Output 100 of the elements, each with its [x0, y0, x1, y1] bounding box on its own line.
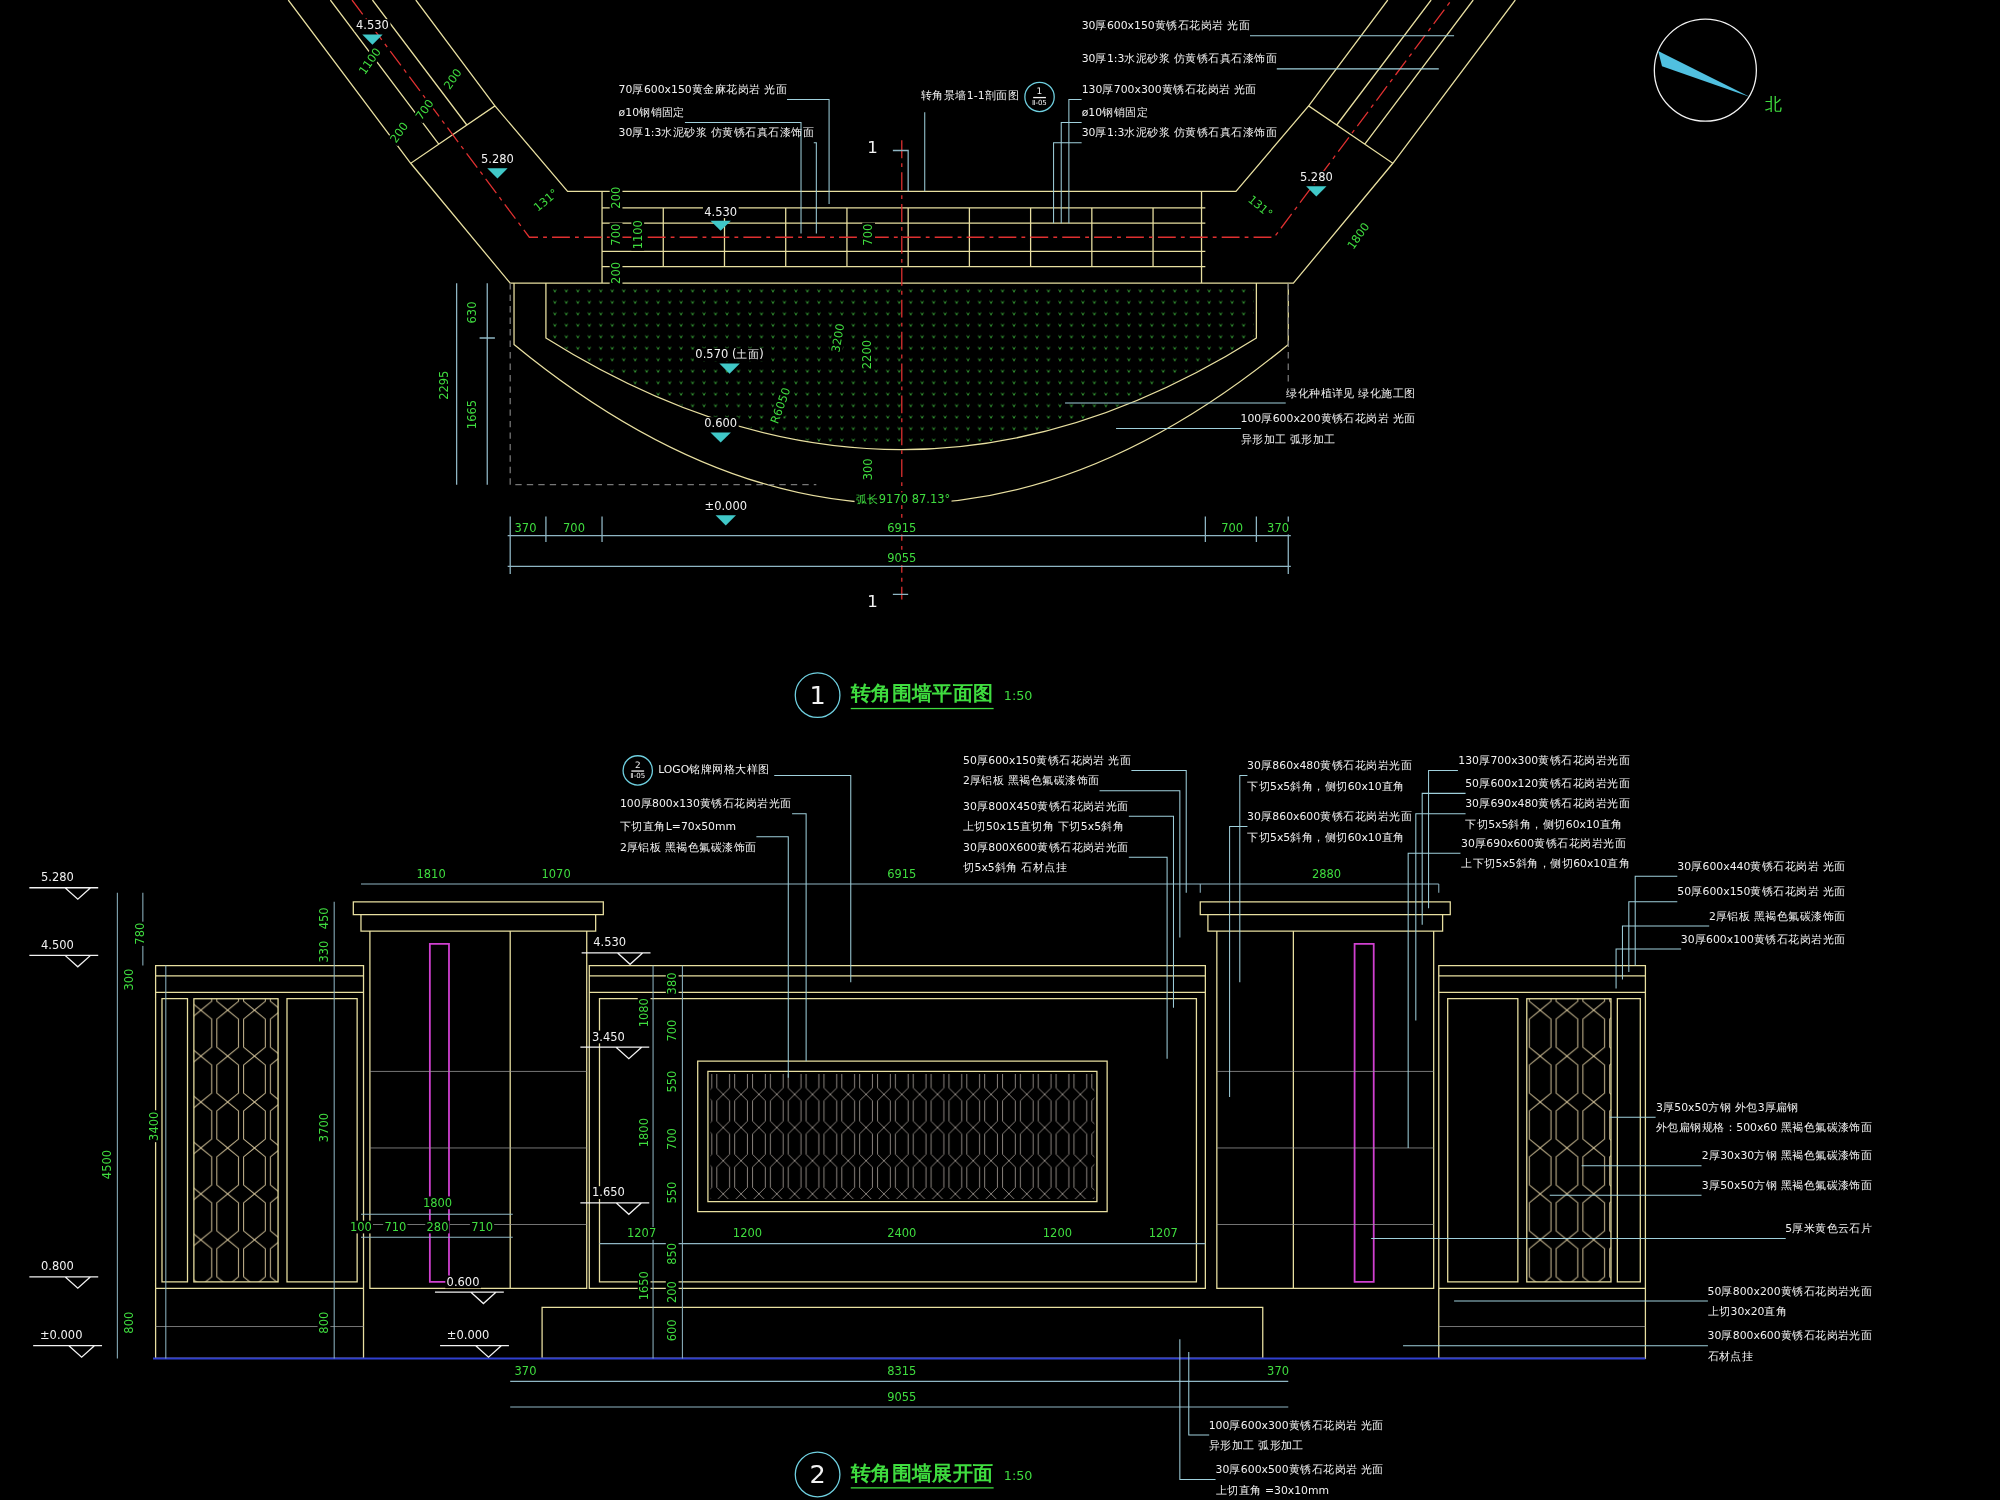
dimension-text: 100 — [348, 1220, 374, 1234]
annotation-text: 2厚铝板 黑褐色氟碳漆饰面 — [619, 839, 757, 856]
dimension-text: 1207 — [625, 1227, 658, 1240]
leader-line — [924, 111, 926, 192]
leader-line — [1581, 1165, 1703, 1167]
leader-line — [1128, 815, 1174, 1009]
callout-text: LOGO铭牌网格大样图 — [658, 762, 770, 778]
leader-line — [684, 121, 802, 234]
annotation-text: ø10钢销固定 — [618, 104, 685, 121]
annotation-text: ø10钢销固定 — [1081, 104, 1148, 121]
dimension-text: 380 — [665, 971, 679, 996]
elevation-mark-text: 5.280 — [1298, 170, 1335, 184]
leader-line — [1179, 1338, 1217, 1481]
dimension-text: 700 — [665, 1018, 679, 1043]
leader-line — [813, 142, 817, 234]
dimension-text: 370 — [513, 1364, 538, 1378]
annotation-text: 30厚690x480黄锈石花岗岩光面 — [1465, 796, 1631, 812]
dimension-text: 1810 — [415, 867, 447, 881]
elevation-mark-text: 0.570 (土面) — [694, 348, 766, 361]
leader-line — [1634, 875, 1678, 967]
dimension-text: 850 — [665, 1241, 679, 1267]
leader-line — [1549, 1194, 1703, 1196]
leader-line — [1188, 1351, 1210, 1436]
annotation-text: 切5x5斜角 石材点挂 — [963, 859, 1069, 876]
annotation-text: 100厚800x130黄锈石花岗岩光面 — [619, 796, 792, 812]
leader-line — [773, 775, 852, 983]
annotation-text: 绿化种植详见 绿化施工图 — [1286, 385, 1416, 402]
leader-line — [791, 813, 807, 1062]
dimension-text: 3700 — [317, 1111, 331, 1144]
dimension-text: 1200 — [731, 1227, 764, 1240]
annotation-text: 石材点挂 — [1707, 1348, 1755, 1365]
annotation-text: 下切5x5斜角，侧切60x10直角 — [1247, 829, 1406, 846]
dimension-text: 1100 — [631, 218, 645, 251]
leader-line — [1249, 35, 1455, 37]
dimension-text: 780 — [133, 921, 147, 946]
dimension-text: 4500 — [100, 1148, 114, 1181]
leader-line — [1628, 901, 1678, 973]
leader-line — [1453, 1300, 1709, 1302]
leader-line — [1407, 852, 1461, 1149]
detail-number: 2 — [631, 760, 645, 772]
dimension-text: 370 — [1265, 1364, 1291, 1378]
leader-line — [1130, 769, 1187, 894]
annotation-text: 130厚700x300黄锈石花岗岩光面 — [1458, 752, 1631, 769]
leader-line — [1128, 856, 1168, 1060]
annotation-text: 2厚铝板 黑褐色氟碳漆饰面 — [963, 773, 1100, 789]
leader-line — [1053, 142, 1083, 224]
annotation-text: 3厚50x50方钢 外包3厚扁钢 — [1655, 1099, 1800, 1116]
dimension-text: 370 — [1265, 521, 1291, 535]
north-text: 北 — [1763, 98, 1783, 111]
leader-line — [1068, 98, 1083, 224]
annotation-text: 100厚600x200黄锈石花岗岩 光面 — [1240, 411, 1416, 427]
detail-number: 2 — [809, 1460, 826, 1489]
dimension-text: 550 — [665, 1180, 679, 1205]
dimension-text: 1080 — [637, 996, 651, 1029]
dimension-text: 300 — [862, 457, 875, 482]
dimension-text: 1800 — [421, 1196, 454, 1210]
dimension-text: 3400 — [147, 1110, 161, 1143]
elevation-mark-text: ±0.000 — [445, 1329, 491, 1342]
leader-line — [1239, 775, 1248, 983]
annotation-text: 30厚1:3水泥砂浆 仿黄锈石真石漆饰面 — [1081, 125, 1278, 142]
dimension-text: 330 — [317, 939, 331, 964]
dimension-text: 700 — [561, 521, 587, 535]
dimension-text: 550 — [665, 1069, 679, 1094]
dimension-text: 800 — [122, 1310, 136, 1335]
elevation-mark-text: 5.280 — [479, 153, 516, 166]
dimension-text: 1650 — [637, 1269, 651, 1302]
elevation-mark-text: 4.530 — [702, 205, 739, 219]
scale-text: 1:50 — [1003, 1467, 1033, 1482]
annotation-text: 5厚米黄色云石片 — [1785, 1220, 1873, 1237]
annotation-text: 50厚600x150黄锈石花岗岩 光面 — [963, 752, 1132, 769]
annotation-text: 3厚50x50方钢 黑褐色氟碳漆饰面 — [1701, 1177, 1873, 1194]
dimension-text: 1070 — [540, 867, 572, 881]
dimension-text: 280 — [425, 1220, 450, 1234]
dimension-text: 2200 — [860, 338, 874, 371]
leader-line — [1421, 792, 1467, 926]
dimension-text: 200 — [609, 185, 623, 210]
leader-line — [1229, 826, 1248, 1098]
dimension-text: 800 — [317, 1310, 331, 1335]
annotation-text: 上切30x20直角 — [1707, 1303, 1789, 1320]
dimension-text: 1207 — [1147, 1227, 1180, 1240]
annotation-text: 30厚800X600黄锈石花岗岩光面 — [963, 839, 1129, 856]
dimension-text: 1800 — [637, 1116, 651, 1149]
leader-line — [1428, 769, 1459, 909]
annotation-text: 下切5x5斜角，侧切60x10直角 — [1247, 778, 1406, 795]
annotation-text: 50厚600x150黄锈石花岗岩 光面 — [1677, 884, 1846, 900]
annotation-text: 70厚600x150黄金麻花岗岩 光面 — [618, 81, 787, 98]
dimension-text: 2295 — [437, 369, 451, 402]
elevation-mark-text: 4.530 — [592, 936, 628, 949]
annotation-text: 30厚800x600黄锈石花岗岩光面 — [1707, 1328, 1873, 1344]
dimension-text: 600 — [665, 1318, 679, 1343]
drawing-title: 转角围墙展开面 — [850, 1460, 994, 1489]
dimension-text: 700 — [862, 222, 875, 247]
annotation-text: 30厚600x150黄锈石花岗岩 光面 — [1081, 18, 1250, 34]
dimension-text: 300 — [122, 967, 136, 992]
annotation-text: 30厚860x600黄锈石花岗岩光面 — [1247, 808, 1412, 825]
leader-line — [1115, 428, 1242, 430]
dimension-text: 370 — [513, 521, 538, 535]
annotation-text: 下切5x5斜角，侧切60x10直角 — [1465, 816, 1624, 833]
dimension-text: 6915 — [885, 867, 918, 881]
dimension-text: 710 — [469, 1220, 495, 1234]
